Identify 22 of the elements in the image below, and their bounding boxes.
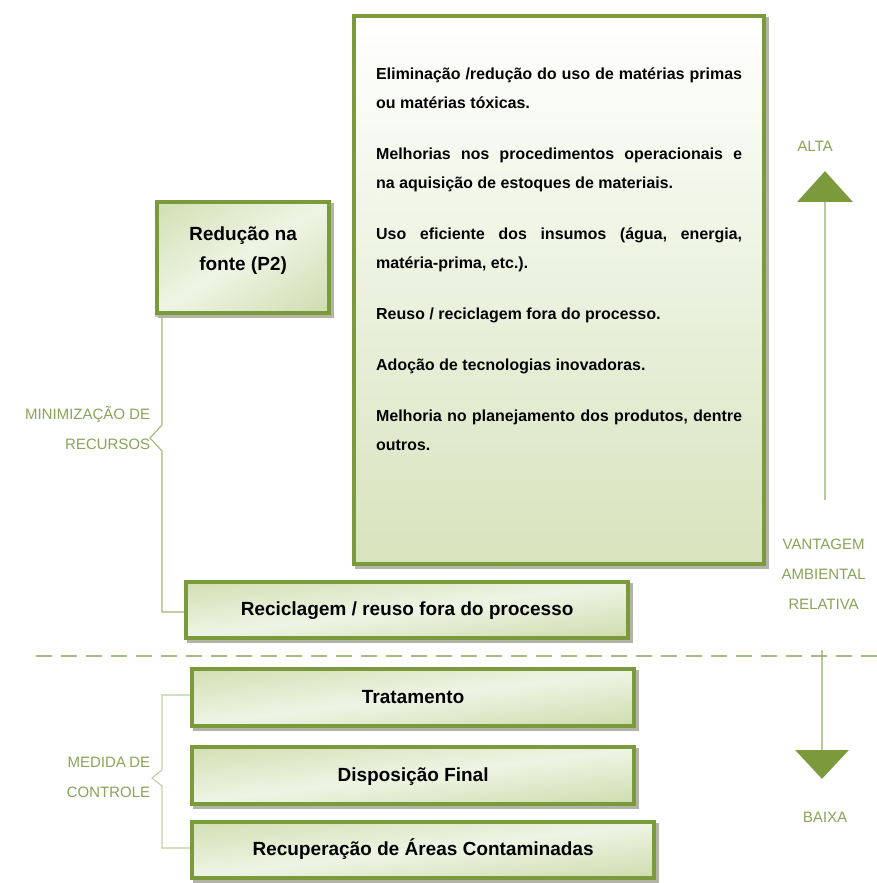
side-label: MINIMIZAÇÃO DE RECURSOS — [24, 404, 150, 455]
list-paragraph: Melhoria no planejamento dos produtos, dentre outros. — [376, 407, 742, 456]
side-label: VANTAGEM AMBIENTAL RELATIVA — [780, 535, 866, 615]
process-box — [190, 820, 656, 880]
side-label: BAIXA — [802, 808, 848, 828]
list-paragraph: Uso eficiente dos insumos (água, energia, matéria-prima, etc.). — [376, 225, 742, 274]
box-title: Redução na fonte (P2) — [188, 223, 298, 277]
process-box — [190, 745, 636, 806]
process-box — [155, 200, 331, 315]
box-title: Reciclagem / reuso fora do processo — [240, 598, 574, 622]
box-title: Recuperação de Áreas Contaminadas — [252, 837, 594, 862]
list-paragraph: Eliminação /redução do uso de matérias primas ou matérias tóxicas. — [376, 65, 742, 114]
side-label: MEDIDA DE CONTROLE — [66, 753, 150, 803]
process-box — [190, 667, 636, 728]
side-label: ALTA — [796, 137, 834, 157]
box-title: Tratamento — [362, 686, 464, 710]
list-paragraph: Reuso / reciclagem fora do processo. — [376, 305, 662, 325]
description-box — [352, 14, 766, 566]
list-paragraph: Adoção de tecnologias inovadoras. — [376, 356, 646, 376]
process-box — [184, 580, 630, 640]
box-title: Disposição Final — [338, 764, 488, 788]
list-paragraph: Melhorias nos procedimentos operacionais e na aquisição de estoques de materiais. — [376, 145, 742, 194]
